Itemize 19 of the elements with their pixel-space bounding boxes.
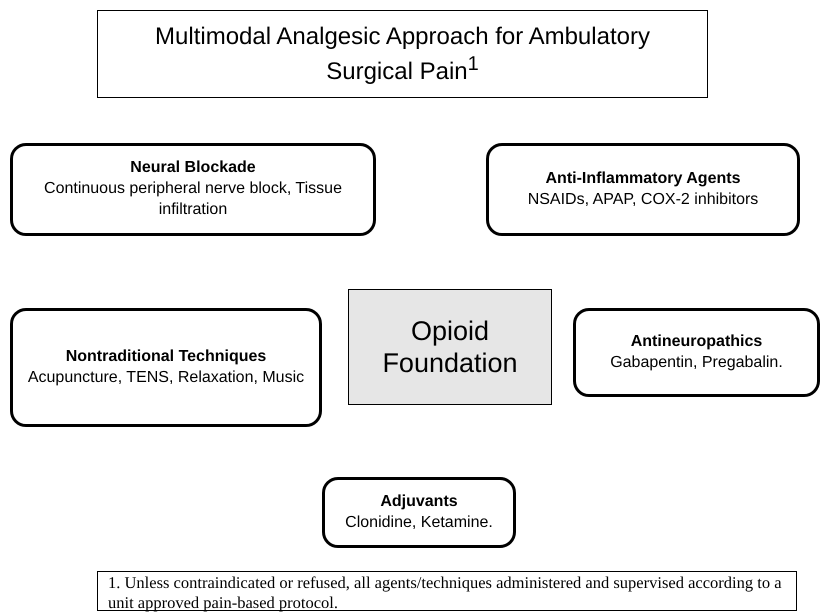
box-heading: Nontraditional Techniques	[66, 346, 266, 367]
category-box	[10, 308, 322, 427]
category-box	[573, 308, 820, 397]
title: Multimodal Analgesic Approach for Ambulatory Surgical Pain$^{1}$	[154, 22, 651, 86]
category-box	[10, 143, 376, 236]
box-heading: Adjuvants	[380, 492, 458, 512]
box-label: Opioid Foundation	[381, 314, 519, 380]
box-text: Gabapentin, Pregabalin.	[609, 352, 784, 372]
center-box	[348, 289, 552, 405]
footnote: 1. Unless contraindicated or refused, all agents/techniques administered and supervised according to a unit approved pain-based protocol.	[97, 571, 797, 611]
box-text: Clonidine, Ketamine.	[344, 512, 494, 532]
box-text: Continuous peripheral nerve block, Tissue infiltration	[43, 179, 343, 220]
box-text: Acupuncture, TENS, Relaxation, Music	[26, 368, 306, 388]
box-heading: Neural Blockade	[130, 158, 256, 178]
category-box	[322, 477, 516, 548]
box-heading: Antineuropathics	[630, 332, 762, 352]
category-box	[486, 143, 800, 236]
box-heading: Anti-Inflammatory Agents	[546, 168, 740, 189]
box-text: NSAIDs, APAP, COX-2 inhibitors	[526, 190, 760, 210]
